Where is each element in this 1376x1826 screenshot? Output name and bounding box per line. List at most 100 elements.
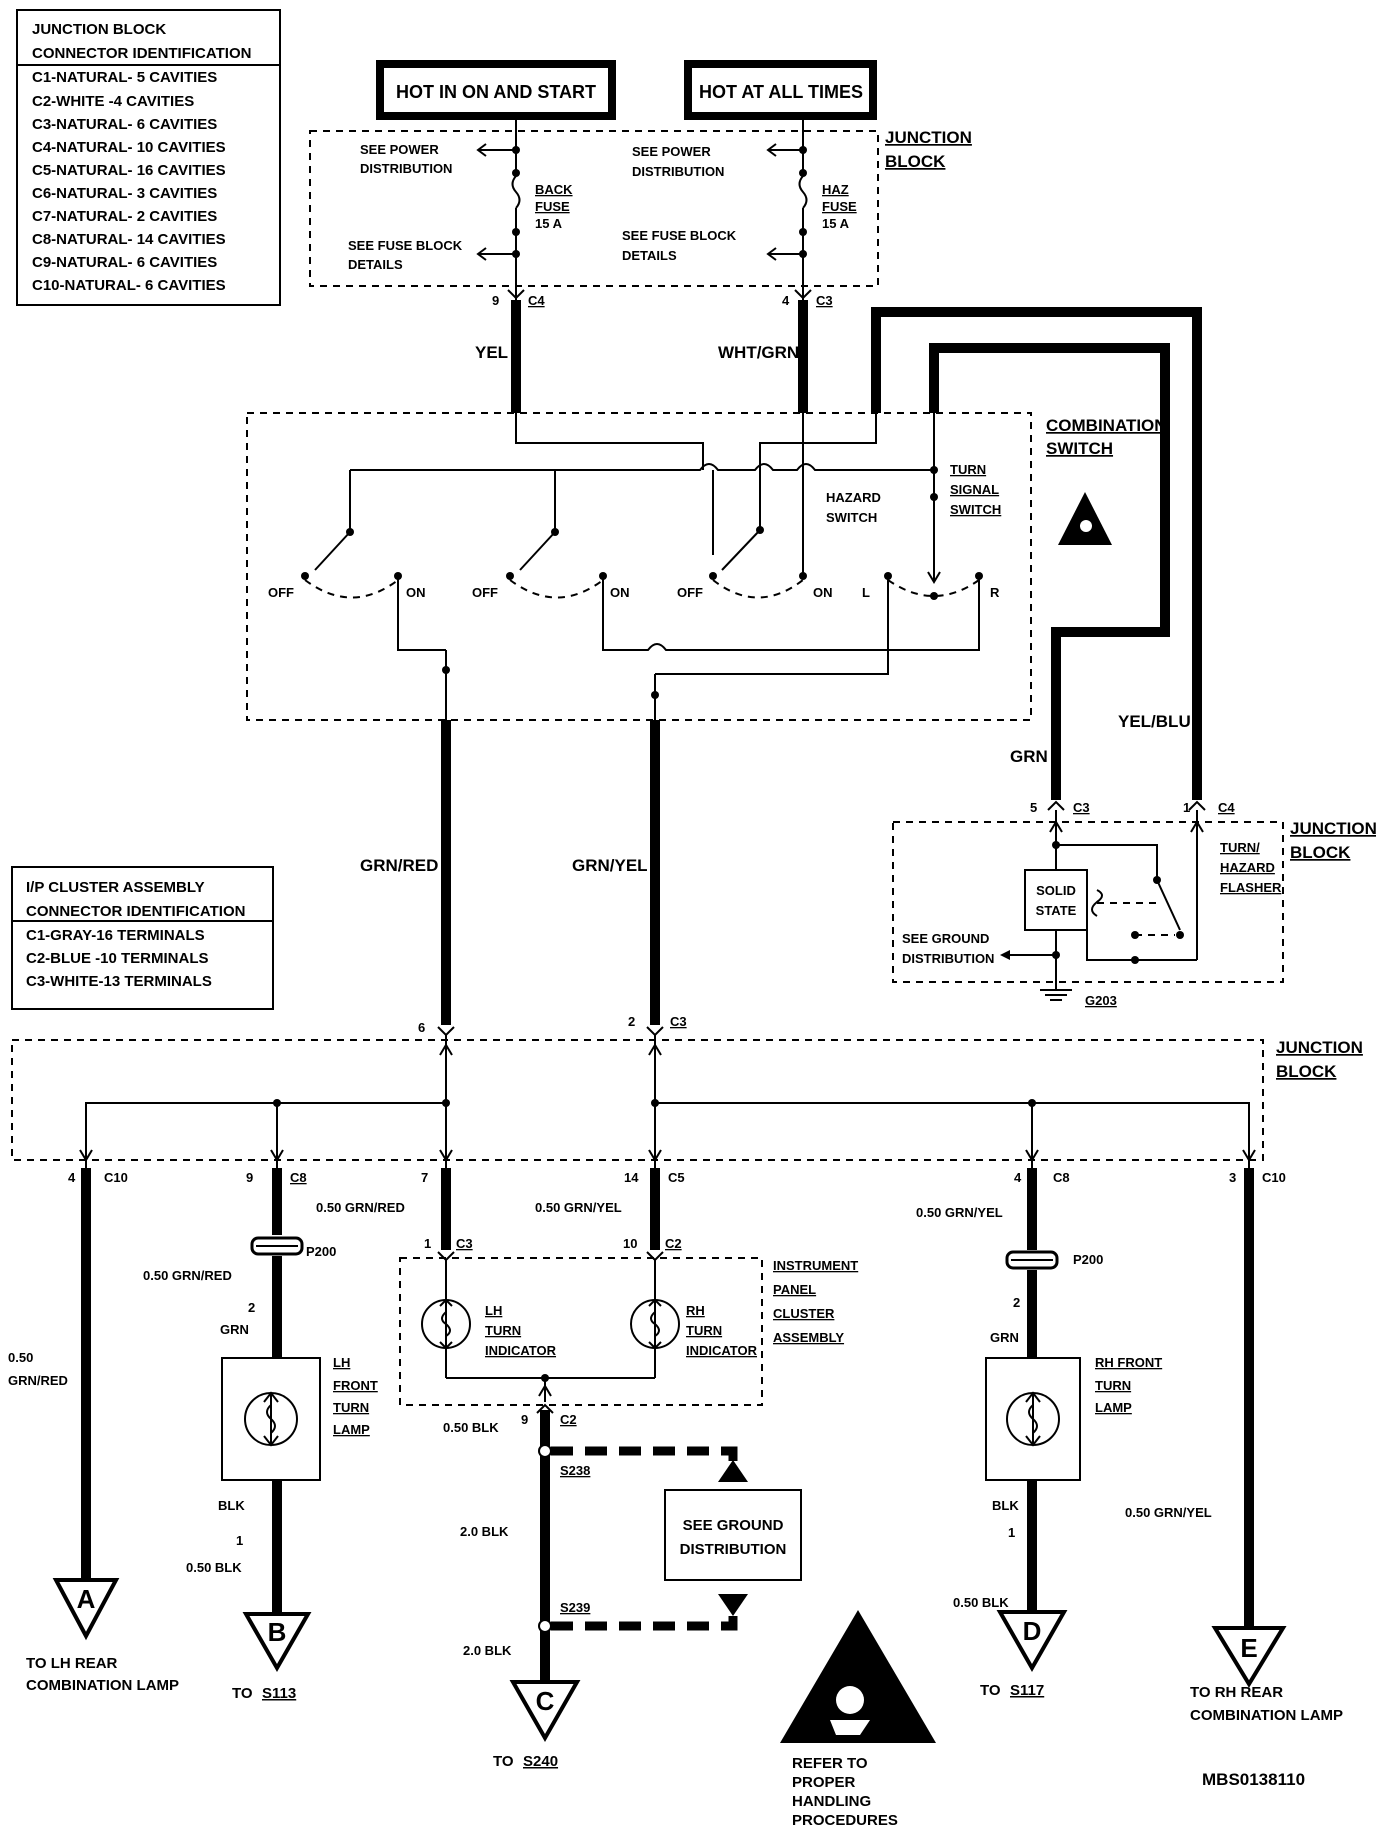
p200-label: P200 [306, 1244, 336, 1259]
wire-label: GRN [990, 1330, 1019, 1345]
solid-state-label: SOLID [1036, 883, 1076, 898]
connector-id: C3 [456, 1236, 473, 1251]
indicator-label: TURN [686, 1323, 722, 1338]
pin-number: 1 [236, 1533, 243, 1548]
see-power-distribution-right: SEE POWER [632, 144, 711, 159]
back-fuse-rating: 15 A [535, 216, 563, 231]
splice-s117: S117 [1010, 1682, 1044, 1699]
table-row: C3-WHITE-13 TERMINALS [26, 973, 212, 990]
table-row: C8-NATURAL- 14 CAVITIES [32, 231, 226, 248]
pin-number: 4 [782, 293, 790, 308]
junction-block-label: BLOCK [1276, 1062, 1337, 1081]
haz-fuse-rating: 15 A [822, 216, 850, 231]
hot-at-all-times-box: HOT AT ALL TIMES [684, 60, 877, 120]
switch-on-label: ON [610, 585, 630, 600]
haz-fuse-label: FUSE [822, 199, 857, 214]
switch-off-label: OFF [268, 585, 294, 600]
connector-e-letter: E [1240, 1633, 1257, 1663]
wire-label: BLK [992, 1498, 1019, 1513]
indicator-label: INDICATOR [686, 1343, 758, 1358]
to-label: TO [232, 1685, 253, 1702]
wire-label: 0.50 GRN/RED [143, 1268, 232, 1283]
see-power-distribution-left: SEE POWER [360, 142, 439, 157]
turn-signal-switch-label: SIGNAL [950, 482, 999, 497]
indicator-label: INDICATOR [485, 1343, 557, 1358]
connector-id: C3 [670, 1014, 687, 1029]
table-row: C4-NATURAL- 10 CAVITIES [32, 139, 226, 156]
pin-number: 7 [421, 1170, 428, 1185]
cluster-label: CLUSTER [773, 1306, 835, 1321]
to-rh-rear-label: COMBINATION LAMP [1190, 1707, 1343, 1724]
junction-block-label: BLOCK [885, 152, 946, 171]
table-row: C5-NATURAL- 16 CAVITIES [32, 162, 226, 179]
connector-id: C10 [104, 1170, 128, 1185]
connector-b-letter: B [268, 1617, 287, 1647]
splice-s239: S239 [560, 1600, 590, 1615]
switch-on-label: ON [813, 585, 833, 600]
rh-front-turn-lamp [985, 1357, 1081, 1481]
table-row: C1-GRAY-16 TERMINALS [26, 927, 205, 944]
solid-state-module [1024, 869, 1088, 931]
pin-number: 4 [68, 1170, 76, 1185]
wire-label: GRN/RED [8, 1373, 68, 1388]
wire-yel-label: YEL [475, 343, 508, 362]
hazard-switch-label: HAZARD [826, 490, 881, 505]
handling-note: HANDLING [792, 1793, 871, 1810]
pin-number: 2 [248, 1300, 255, 1315]
combination-switch-label: COMBINATION [1046, 416, 1167, 435]
table-row: C7-NATURAL- 2 CAVITIES [32, 208, 217, 225]
table-row: C3-NATURAL- 6 CAVITIES [32, 116, 217, 133]
splice-s238: S238 [560, 1463, 590, 1478]
to-lh-rear-label: COMBINATION LAMP [26, 1677, 179, 1694]
back-fuse-label: BACK [535, 182, 573, 197]
wire-grn [929, 343, 1170, 800]
indicator-label: RH [686, 1303, 705, 1318]
to-label: TO [493, 1753, 514, 1770]
pin-number: 4 [1014, 1170, 1022, 1185]
connector-id: C3 [816, 293, 833, 308]
pin-number: 14 [624, 1170, 639, 1185]
switch-off-label: OFF [677, 585, 703, 600]
document-id: MBS0138110 [1202, 1770, 1305, 1789]
wire-label: 0.50 GRN/YEL [1125, 1505, 1212, 1520]
rh-turn-indicator-bulb [630, 1260, 680, 1378]
flasher-label: FLASHER [1220, 880, 1282, 895]
lh-turn-indicator-bulb [421, 1260, 471, 1378]
see-power-distribution-left: DISTRIBUTION [360, 161, 452, 176]
pin-number: 9 [492, 293, 499, 308]
to-label: TO [980, 1682, 1001, 1699]
hot-in-on-and-start-label: HOT IN ON AND START [396, 82, 596, 102]
haz-fuse-label: HAZ [822, 182, 849, 197]
lamp-label: TURN [1095, 1378, 1131, 1393]
hot-at-all-times-label: HOT AT ALL TIMES [699, 82, 863, 102]
table-title-line2: CONNECTOR IDENTIFICATION [26, 903, 245, 920]
wire-grn-red-label: GRN/RED [360, 856, 438, 875]
indicator-label: LH [485, 1303, 502, 1318]
lamp-label: LH [333, 1355, 350, 1370]
wire-label: 2.0 BLK [460, 1524, 509, 1539]
lamp-label: TURN [333, 1400, 369, 1415]
cluster-label: PANEL [773, 1282, 816, 1297]
wire-label: GRN [220, 1322, 249, 1337]
pin-number: 6 [418, 1020, 425, 1035]
connector-c-letter: C [536, 1686, 555, 1716]
handling-note: REFER TO [792, 1755, 868, 1772]
table-row: C2-WHITE -4 CAVITIES [32, 93, 194, 110]
see-fuse-block-right: DETAILS [622, 248, 677, 263]
back-fuse-label: FUSE [535, 199, 570, 214]
turn-right-label: R [990, 585, 1000, 600]
connector-e [1211, 1626, 1287, 1688]
connector-id: C3 [1073, 800, 1090, 815]
splice-s113: S113 [262, 1685, 296, 1702]
combination-switch: COMBINATION SWITCH [246, 412, 1167, 721]
table-row: C6-NATURAL- 3 CAVITIES [32, 185, 217, 202]
p200-label: P200 [1073, 1252, 1103, 1267]
table-title-line1: JUNCTION BLOCK [32, 21, 166, 38]
table-row: C10-NATURAL- 6 CAVITIES [32, 277, 226, 294]
wire-label: 0.50 GRN/YEL [916, 1205, 1003, 1220]
junction-block-connector-table: JUNCTION BLOCK CONNECTOR IDENTIFICATION … [16, 9, 281, 306]
table-row: C2-BLUE -10 TERMINALS [26, 950, 209, 967]
wire-label: 0.50 GRN/YEL [535, 1200, 622, 1215]
see-fuse-block-left: DETAILS [348, 257, 403, 272]
pin-number: 1 [1183, 800, 1190, 815]
